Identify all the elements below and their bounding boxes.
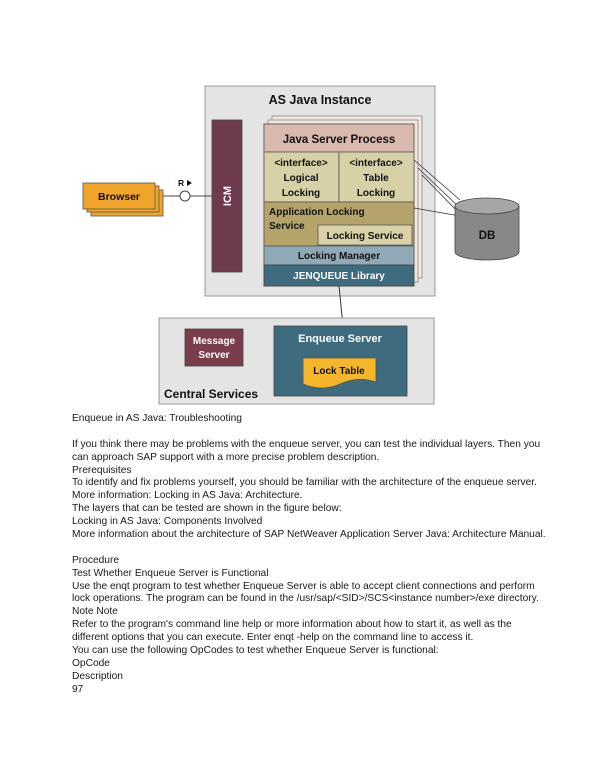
text-line: Enqueue in AS Java: Troubleshooting: [72, 413, 242, 424]
text-line: Prerequisites: [72, 464, 132, 476]
logical-locking-line1: <interface>: [274, 158, 328, 169]
table-locking-box: [338, 151, 415, 203]
db-line-2: [417, 167, 461, 209]
enqueue-server-label: Enqueue Server: [298, 333, 382, 345]
blank-line: [72, 542, 542, 555]
text-line: More information: Locking in AS Java: Ar…: [72, 490, 303, 502]
browser-box: [82, 182, 156, 210]
text-line: Procedure: [72, 554, 120, 566]
locking-service-label: Locking Service: [327, 231, 404, 242]
text-line: Locking in AS Java: Components Involved: [72, 516, 263, 528]
blank-line: [72, 426, 542, 439]
architecture-diagram: AS Java Instance Browser R ICM Java Serv…: [82, 85, 520, 405]
text-line: different options that you can execute. …: [72, 632, 474, 644]
text-line: Refer to the program's command line help…: [72, 619, 512, 631]
table-locking-line1: <interface>: [349, 158, 403, 169]
db-label: DB: [479, 230, 496, 242]
text-line: Description: [72, 670, 123, 682]
r-label: R: [178, 178, 184, 188]
table-locking-line3: Locking: [357, 188, 395, 199]
text-line: More information about the architecture …: [72, 529, 546, 541]
db-cylinder-body: [454, 205, 520, 261]
table-locking-line2: Table: [363, 173, 389, 184]
db-cylinder-top: [454, 197, 520, 215]
text-line: Test Whether Enqueue Server is Functiona…: [72, 567, 269, 579]
text-line: OpCode: [72, 657, 110, 669]
text-line: You can use the following OpCodes to tes…: [72, 645, 439, 657]
r-connector-circle: [179, 190, 191, 202]
central-services-label: Central Services: [164, 387, 258, 401]
logical-locking-line2: Logical: [283, 173, 318, 184]
text-line: If you think there may be problems with …: [72, 438, 541, 450]
db-line-4: [413, 207, 461, 217]
app-locking-line1: Application Locking: [269, 207, 365, 218]
text-line: The layers that can be tested are shown …: [72, 503, 342, 515]
text-line: To identify and fix problems yourself, y…: [72, 477, 537, 489]
icm-label: ICM: [222, 186, 234, 206]
text-line: can approach SAP support with a more pre…: [72, 451, 380, 463]
text-line: Note Note: [72, 606, 118, 618]
message-server-line1: Message: [193, 336, 236, 347]
document-text: Enqueue in AS Java: Troubleshooting If yo…: [72, 413, 546, 697]
icm-bar: [211, 119, 243, 273]
text-line: Use the enqt program to test whether Enq…: [72, 580, 535, 592]
locking-manager-label: Locking Manager: [298, 251, 380, 262]
text-line: lock operations. The program can be foun…: [72, 593, 539, 605]
process-title: Java Server Process: [283, 134, 396, 146]
lock-table-label: Lock Table: [313, 366, 365, 377]
browser-label: Browser: [98, 191, 140, 203]
jenqueue-library-label: JENQUEUE Library: [293, 271, 385, 282]
r-arrow-icon: [187, 180, 192, 186]
db-line-3: [421, 174, 461, 215]
db-line-1: [413, 159, 461, 201]
lock-table-shape: [302, 357, 377, 389]
logical-locking-box: [263, 151, 340, 203]
message-server-line2: Server: [198, 350, 229, 361]
locking-service-box: [317, 224, 413, 246]
logical-locking-line3: Locking: [282, 188, 320, 199]
page-number: 97: [72, 683, 84, 695]
app-locking-line2: Service: [269, 221, 305, 232]
message-server-box: [184, 328, 244, 367]
instance-title: AS Java Instance: [269, 93, 372, 107]
